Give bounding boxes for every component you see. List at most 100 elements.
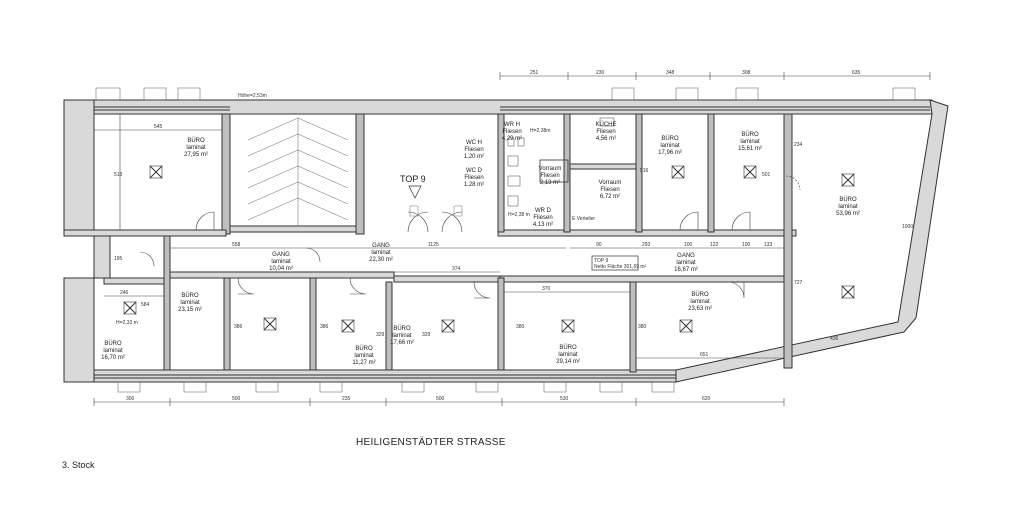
dim-374: 374 — [452, 266, 461, 272]
h238-top: H=2,38m — [530, 128, 550, 134]
h238-bottom: H=2,38 m — [508, 212, 530, 218]
dim-727: 727 — [794, 280, 803, 286]
room-area: 23,63 m² — [688, 306, 712, 312]
top-9-marker: TOP 9 — [400, 174, 426, 199]
room-name: BÜRO — [104, 340, 122, 347]
bottom-dimension-line: 300 500 235 500 530 620 — [93, 396, 785, 406]
room-area: 22,30 m² — [369, 257, 393, 263]
room-floor: laminat — [838, 204, 858, 210]
dim-545: 545 — [154, 124, 163, 130]
dim-bottom-2: 500 — [232, 396, 241, 402]
room-name: WR D — [535, 208, 552, 214]
room-floor: laminat — [676, 260, 696, 266]
dim-top-4: 308 — [742, 70, 751, 76]
room-floor: laminat — [180, 300, 200, 306]
room-name: Vorraum — [599, 180, 622, 186]
room-floor: Fliesen — [600, 187, 619, 193]
dim-top-1: 251 — [530, 70, 539, 76]
dim-436: 436 — [830, 336, 839, 342]
room-floor: laminat — [740, 139, 760, 145]
room-area: 10,04 m² — [269, 266, 293, 272]
dim-329-a: 329 — [376, 332, 385, 338]
room-name: BÜRO — [661, 135, 679, 142]
room-name: GANG — [372, 243, 390, 249]
room-name: WR H — [504, 122, 520, 128]
room-floor: laminat — [660, 143, 680, 149]
room-area: 16,67 m² — [674, 267, 698, 273]
inner-dimensions: 545 513 195 246 584 558 1125 374 370 90 … — [94, 114, 913, 359]
ceiling-lamps — [123, 165, 855, 333]
room-area: 4,56 m² — [596, 136, 616, 142]
dim-195: 195 — [114, 256, 123, 262]
room-floor: Fliesen — [464, 147, 483, 153]
dim-386-a: 386 — [234, 324, 243, 330]
room-floor: laminat — [558, 352, 578, 358]
dim-516: 516 — [640, 168, 649, 174]
room-name: KÜCHE — [595, 121, 616, 128]
dim-1125: 1125 — [428, 242, 439, 248]
dim-558: 558 — [232, 242, 241, 248]
dim-370: 370 — [542, 286, 551, 292]
dim-90: 90 — [596, 242, 602, 248]
room-area: 15,61 m² — [738, 146, 762, 152]
dim-234: 234 — [794, 142, 803, 148]
room-name: GANG — [272, 252, 290, 258]
dim-top-5: 635 — [852, 70, 861, 76]
bottom-windows — [94, 374, 676, 393]
room-area: 11,27 m² — [352, 360, 375, 366]
dim-100b: 100 — [742, 242, 751, 248]
top9-box-title: TOP 9 — [594, 258, 608, 264]
room-name: WC D — [466, 168, 483, 174]
dim-584: 584 — [141, 302, 150, 308]
room-area: 17,66 m² — [390, 340, 414, 346]
dim-100: 100 — [684, 242, 693, 248]
dim-246: 246 — [120, 290, 129, 296]
room-floor: Fliesen — [596, 129, 615, 135]
dim-bottom-6: 620 — [702, 396, 711, 402]
room-name: BÜRO — [187, 137, 205, 144]
dim-133: 133 — [764, 242, 773, 248]
corridor-doors — [407, 205, 463, 233]
room-name: BÜRO — [181, 292, 199, 299]
room-area: 4,29 m² — [502, 136, 522, 142]
top9-area-box: TOP 9 Netto Fläche 301,69 m² — [591, 255, 647, 271]
top-dimension-line: 251 230 348 308 635 — [499, 70, 931, 80]
room-name: GANG — [677, 253, 695, 259]
room-area: 16,70 m² — [101, 355, 125, 361]
room-floor: laminat — [354, 353, 374, 359]
room-name: WC H — [466, 140, 482, 146]
top-label: TOP 9 — [400, 174, 426, 184]
e-verteiler: E Verteiler — [572, 216, 595, 222]
room-floor: Fliesen — [533, 215, 552, 221]
room-area: 6,72 m² — [600, 194, 620, 200]
room-area: 1,28 m² — [464, 182, 484, 188]
dim-386-b: 386 — [320, 324, 329, 330]
room-area: 27,95 m² — [184, 152, 208, 158]
outer-walls — [63, 99, 949, 383]
room-floor: Fliesen — [540, 173, 559, 179]
stairs — [247, 117, 349, 226]
top-windows — [94, 87, 930, 111]
room-name: BÜRO — [393, 325, 411, 332]
dim-top-2: 230 — [596, 70, 605, 76]
room-area: 53,96 m² — [836, 211, 860, 217]
floor-label: 3. Stock — [62, 460, 95, 470]
room-floor: laminat — [690, 299, 710, 305]
room-name: BÜRO — [839, 196, 857, 203]
room-area: 23,15 m² — [178, 307, 202, 313]
